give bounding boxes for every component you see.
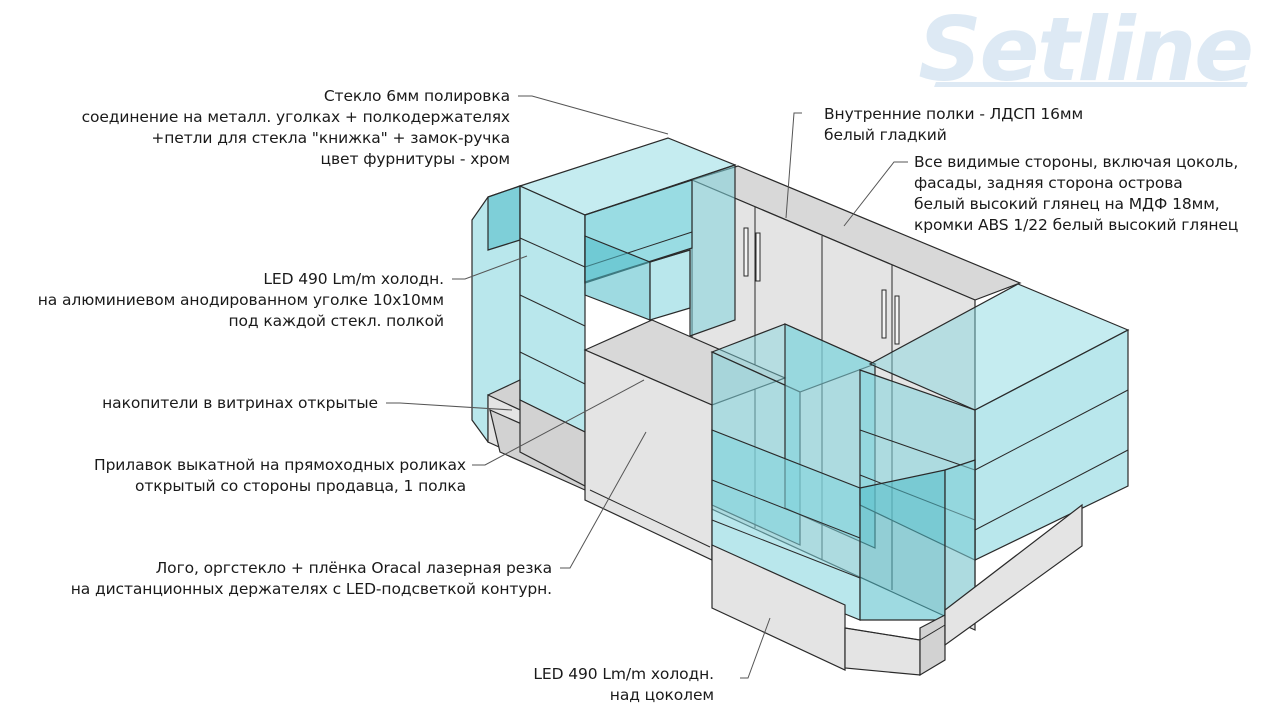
note-inner-shelves: Внутренние полки - ЛДСП 16мм белый гладк… xyxy=(824,104,1083,146)
brand-logo: Setline xyxy=(918,0,1254,101)
note-glass: Стекло 6мм полировка соединение на метал… xyxy=(81,86,511,170)
note-visible-sides: Все видимые стороны, включая цоколь, фас… xyxy=(914,152,1238,236)
note-storage: накопители в витринах открытые xyxy=(102,393,378,414)
door-handle xyxy=(881,289,887,339)
note-led-shelf: LED 490 Lm/m холодн. на алюминиевом анод… xyxy=(38,269,444,332)
note-line: Все видимые стороны, включая цоколь, xyxy=(914,153,1239,171)
note-led-plinth: LED 490 Lm/m холодн. над цоколем xyxy=(533,664,714,706)
leader-inner-shelves xyxy=(785,112,802,219)
note-line: белый высокий глянец на МДФ 18мм, xyxy=(914,195,1220,213)
note-line: +петли для стекла "книжка" + замок-ручка xyxy=(151,129,510,147)
note-line: Внутренние полки - ЛДСП 16мм xyxy=(824,105,1084,123)
door-handle xyxy=(894,295,900,345)
note-line: Стекло 6мм полировка xyxy=(323,87,510,105)
note-line: на алюминиевом анодированном уголке 10х1… xyxy=(37,291,444,309)
leader-led-plinth xyxy=(740,617,771,679)
note-line: открытый со стороны продавца, 1 полка xyxy=(135,477,466,495)
note-line: над цоколем xyxy=(609,686,714,704)
note-line: накопители в витринах открытые xyxy=(102,394,378,412)
leader-glass xyxy=(518,95,669,135)
door-handle xyxy=(743,227,749,277)
note-line: соединение на металл. уголках + полкодер… xyxy=(81,108,511,126)
note-line: LED 490 Lm/m холодн. xyxy=(533,665,714,683)
note-line: под каждой стекл. полкой xyxy=(228,312,444,330)
showcase-front-glass xyxy=(519,185,586,433)
note-line: на дистанционных держателях с LED-подсве… xyxy=(70,580,552,598)
note-line: белый гладкий xyxy=(824,126,947,144)
left-showcase xyxy=(518,137,737,487)
note-line: цвет фурнитуры - хром xyxy=(320,150,511,168)
front-plinth xyxy=(711,544,846,671)
note-line: фасады, задняя сторона острова xyxy=(914,174,1183,192)
note-line: Лого, оргстекло + плёнка Oracal лазерная… xyxy=(155,559,552,577)
leader-led-shelf xyxy=(452,255,528,280)
note-line: LED 490 Lm/m холодн. xyxy=(263,270,444,288)
right-showcase xyxy=(710,283,1130,677)
leader-storage xyxy=(386,402,513,411)
note-counter: Прилавок выкатной на прямоходных роликах… xyxy=(94,455,466,497)
note-line: Прилавок выкатной на прямоходных роликах xyxy=(94,456,466,474)
note-logo: Лого, оргстекло + плёнка Oracal лазерная… xyxy=(71,558,552,600)
note-line: кромки ABS 1/22 белый высокий глянец xyxy=(914,216,1239,234)
leader-logo xyxy=(560,431,647,569)
door-handle xyxy=(755,232,761,282)
leader-counter xyxy=(472,379,645,466)
leader-lines xyxy=(386,95,908,679)
leader-visible-sides xyxy=(843,161,908,227)
